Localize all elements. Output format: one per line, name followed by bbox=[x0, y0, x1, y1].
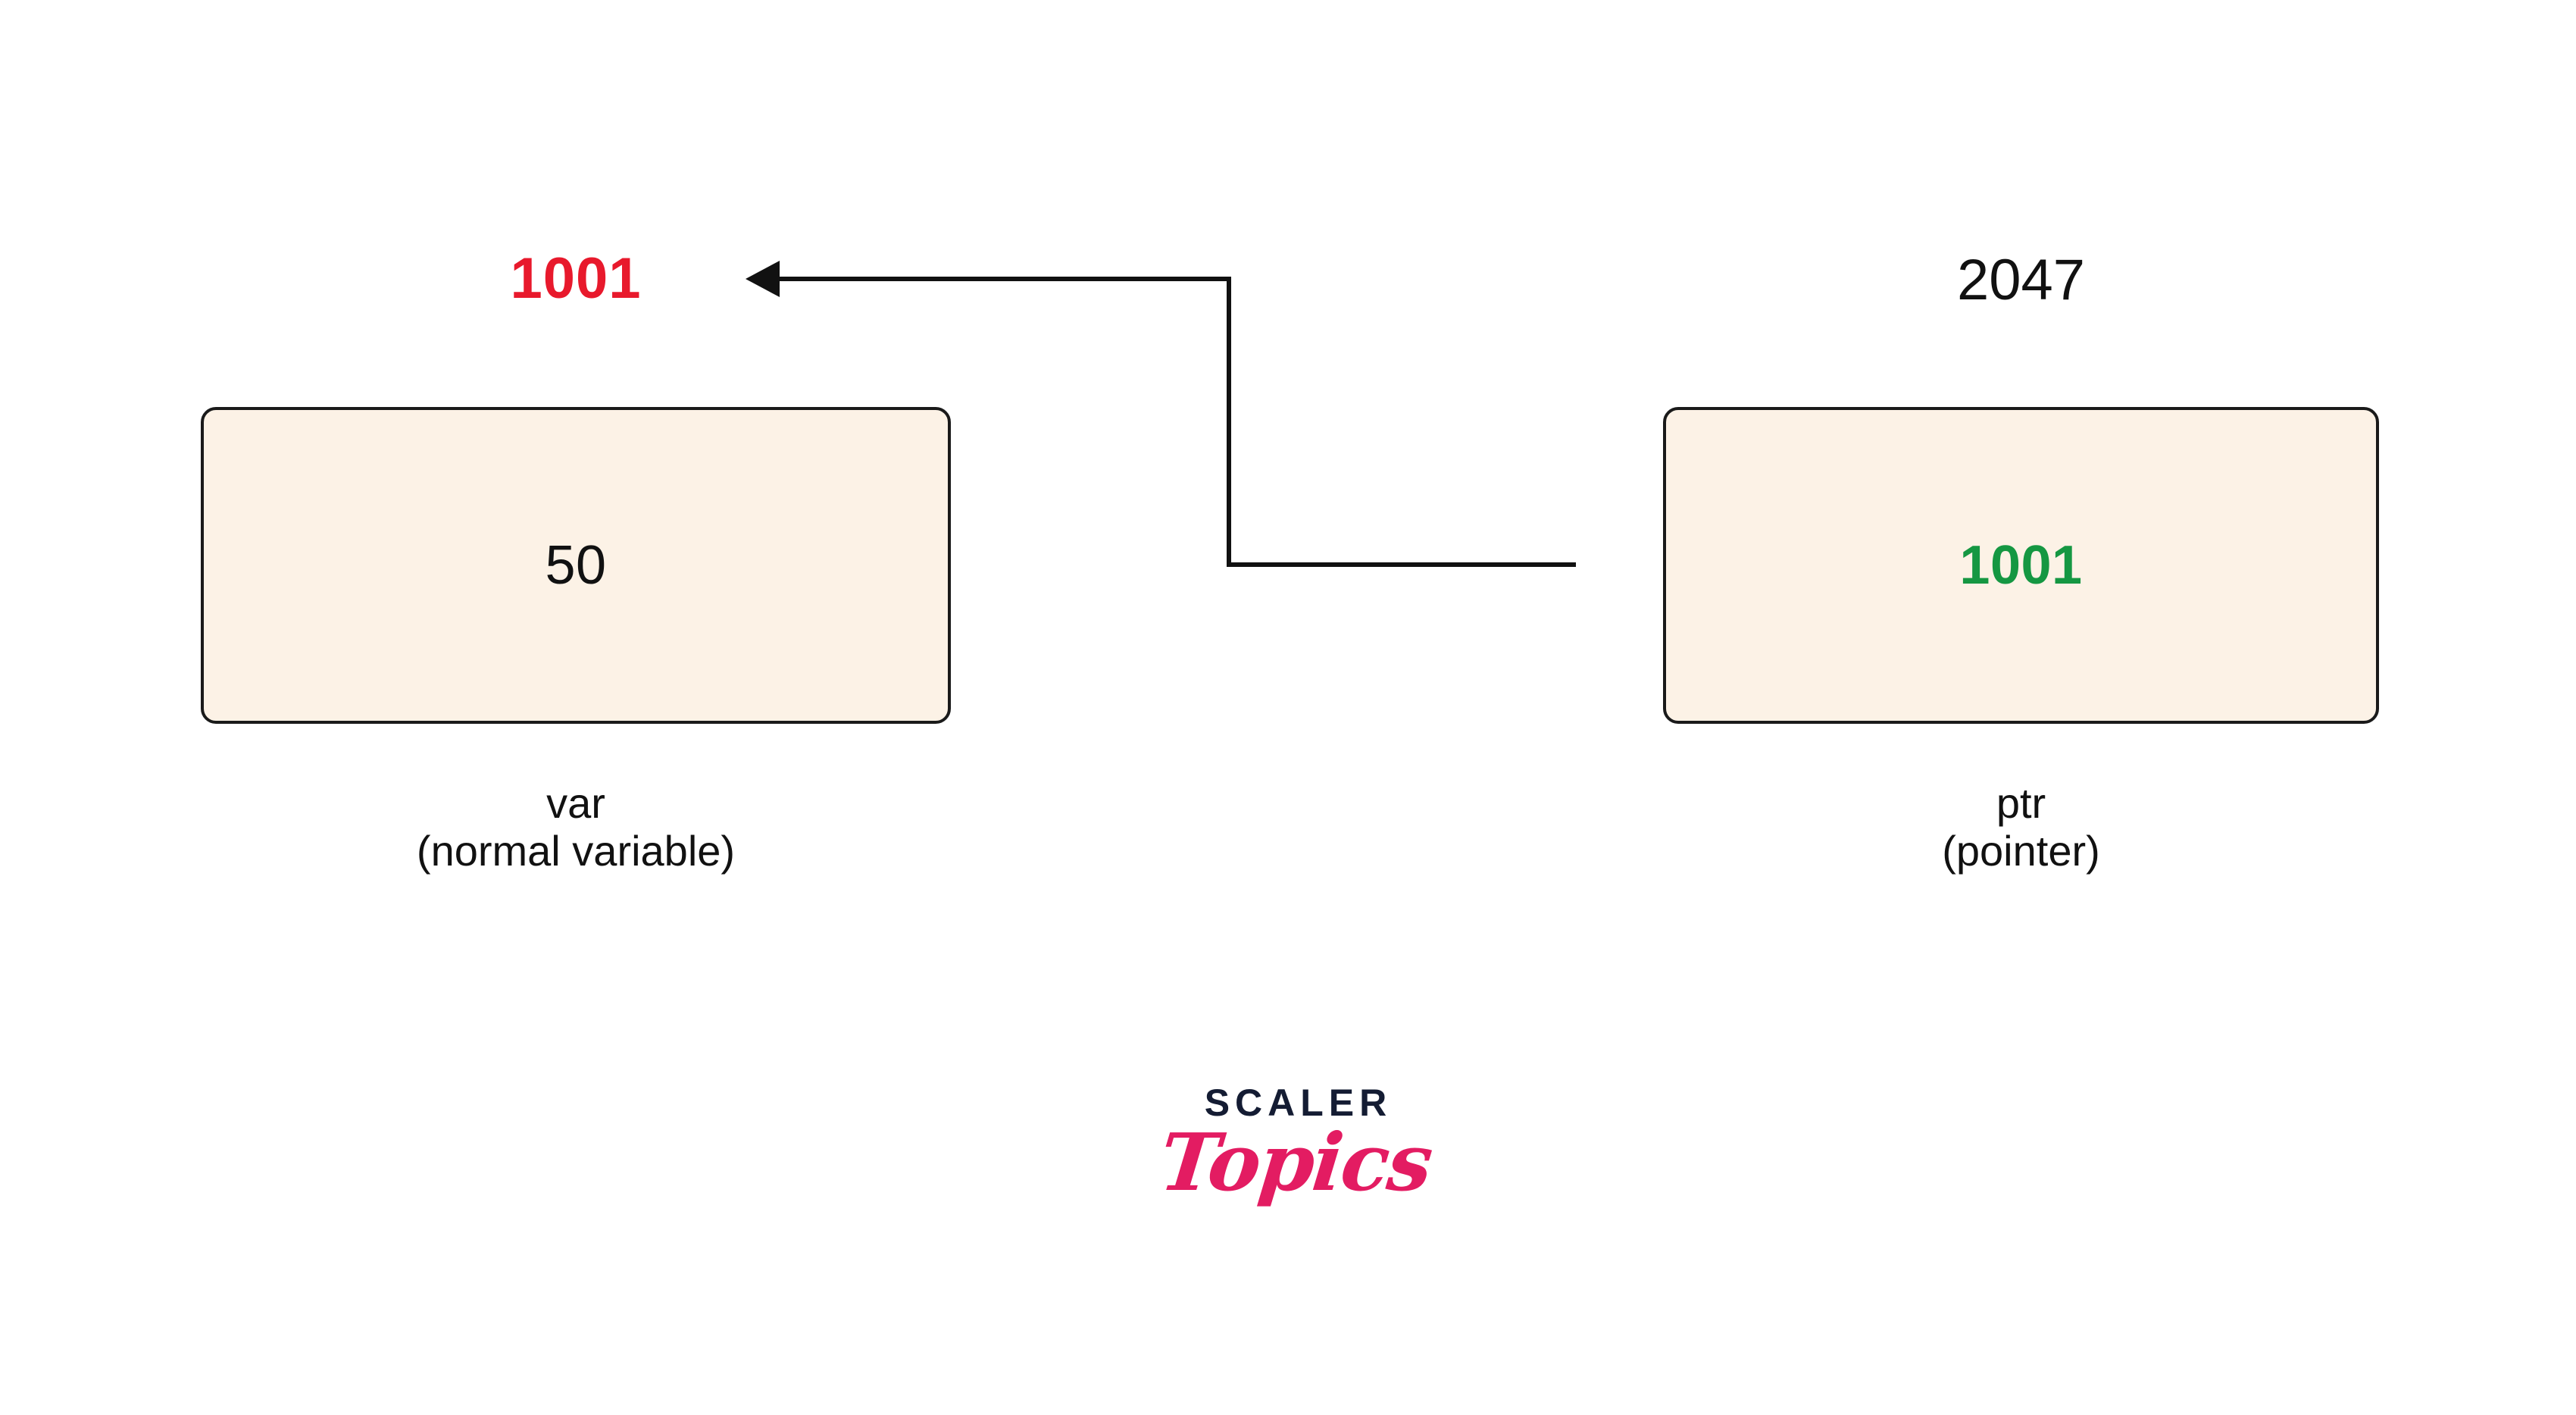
pointer-cell[interactable]: 1001 bbox=[1663, 407, 2379, 724]
variable-description-label: (normal variable) bbox=[416, 827, 736, 875]
pointer-cell-value: 1001 bbox=[1959, 535, 2083, 596]
logo-wordmark-scaler: SCALER bbox=[1204, 1082, 1393, 1124]
variable-cell-value: 50 bbox=[545, 535, 607, 596]
variable-cell[interactable]: 50 bbox=[201, 407, 951, 724]
variable-address-label: 1001 bbox=[510, 246, 642, 311]
pointer-address-label: 2047 bbox=[1956, 248, 2086, 312]
pointer-caption: ptr (pointer) bbox=[1663, 779, 2379, 875]
scaler-topics-logo: SCALER Topics bbox=[1152, 1082, 1440, 1209]
logo-wordmark-topics: Topics bbox=[1155, 1116, 1436, 1209]
pointer-name-label: ptr bbox=[1996, 779, 2046, 827]
variable-caption: var (normal variable) bbox=[201, 779, 951, 875]
pointer-description-label: (pointer) bbox=[1942, 827, 2100, 875]
variable-name-label: var bbox=[546, 779, 605, 827]
